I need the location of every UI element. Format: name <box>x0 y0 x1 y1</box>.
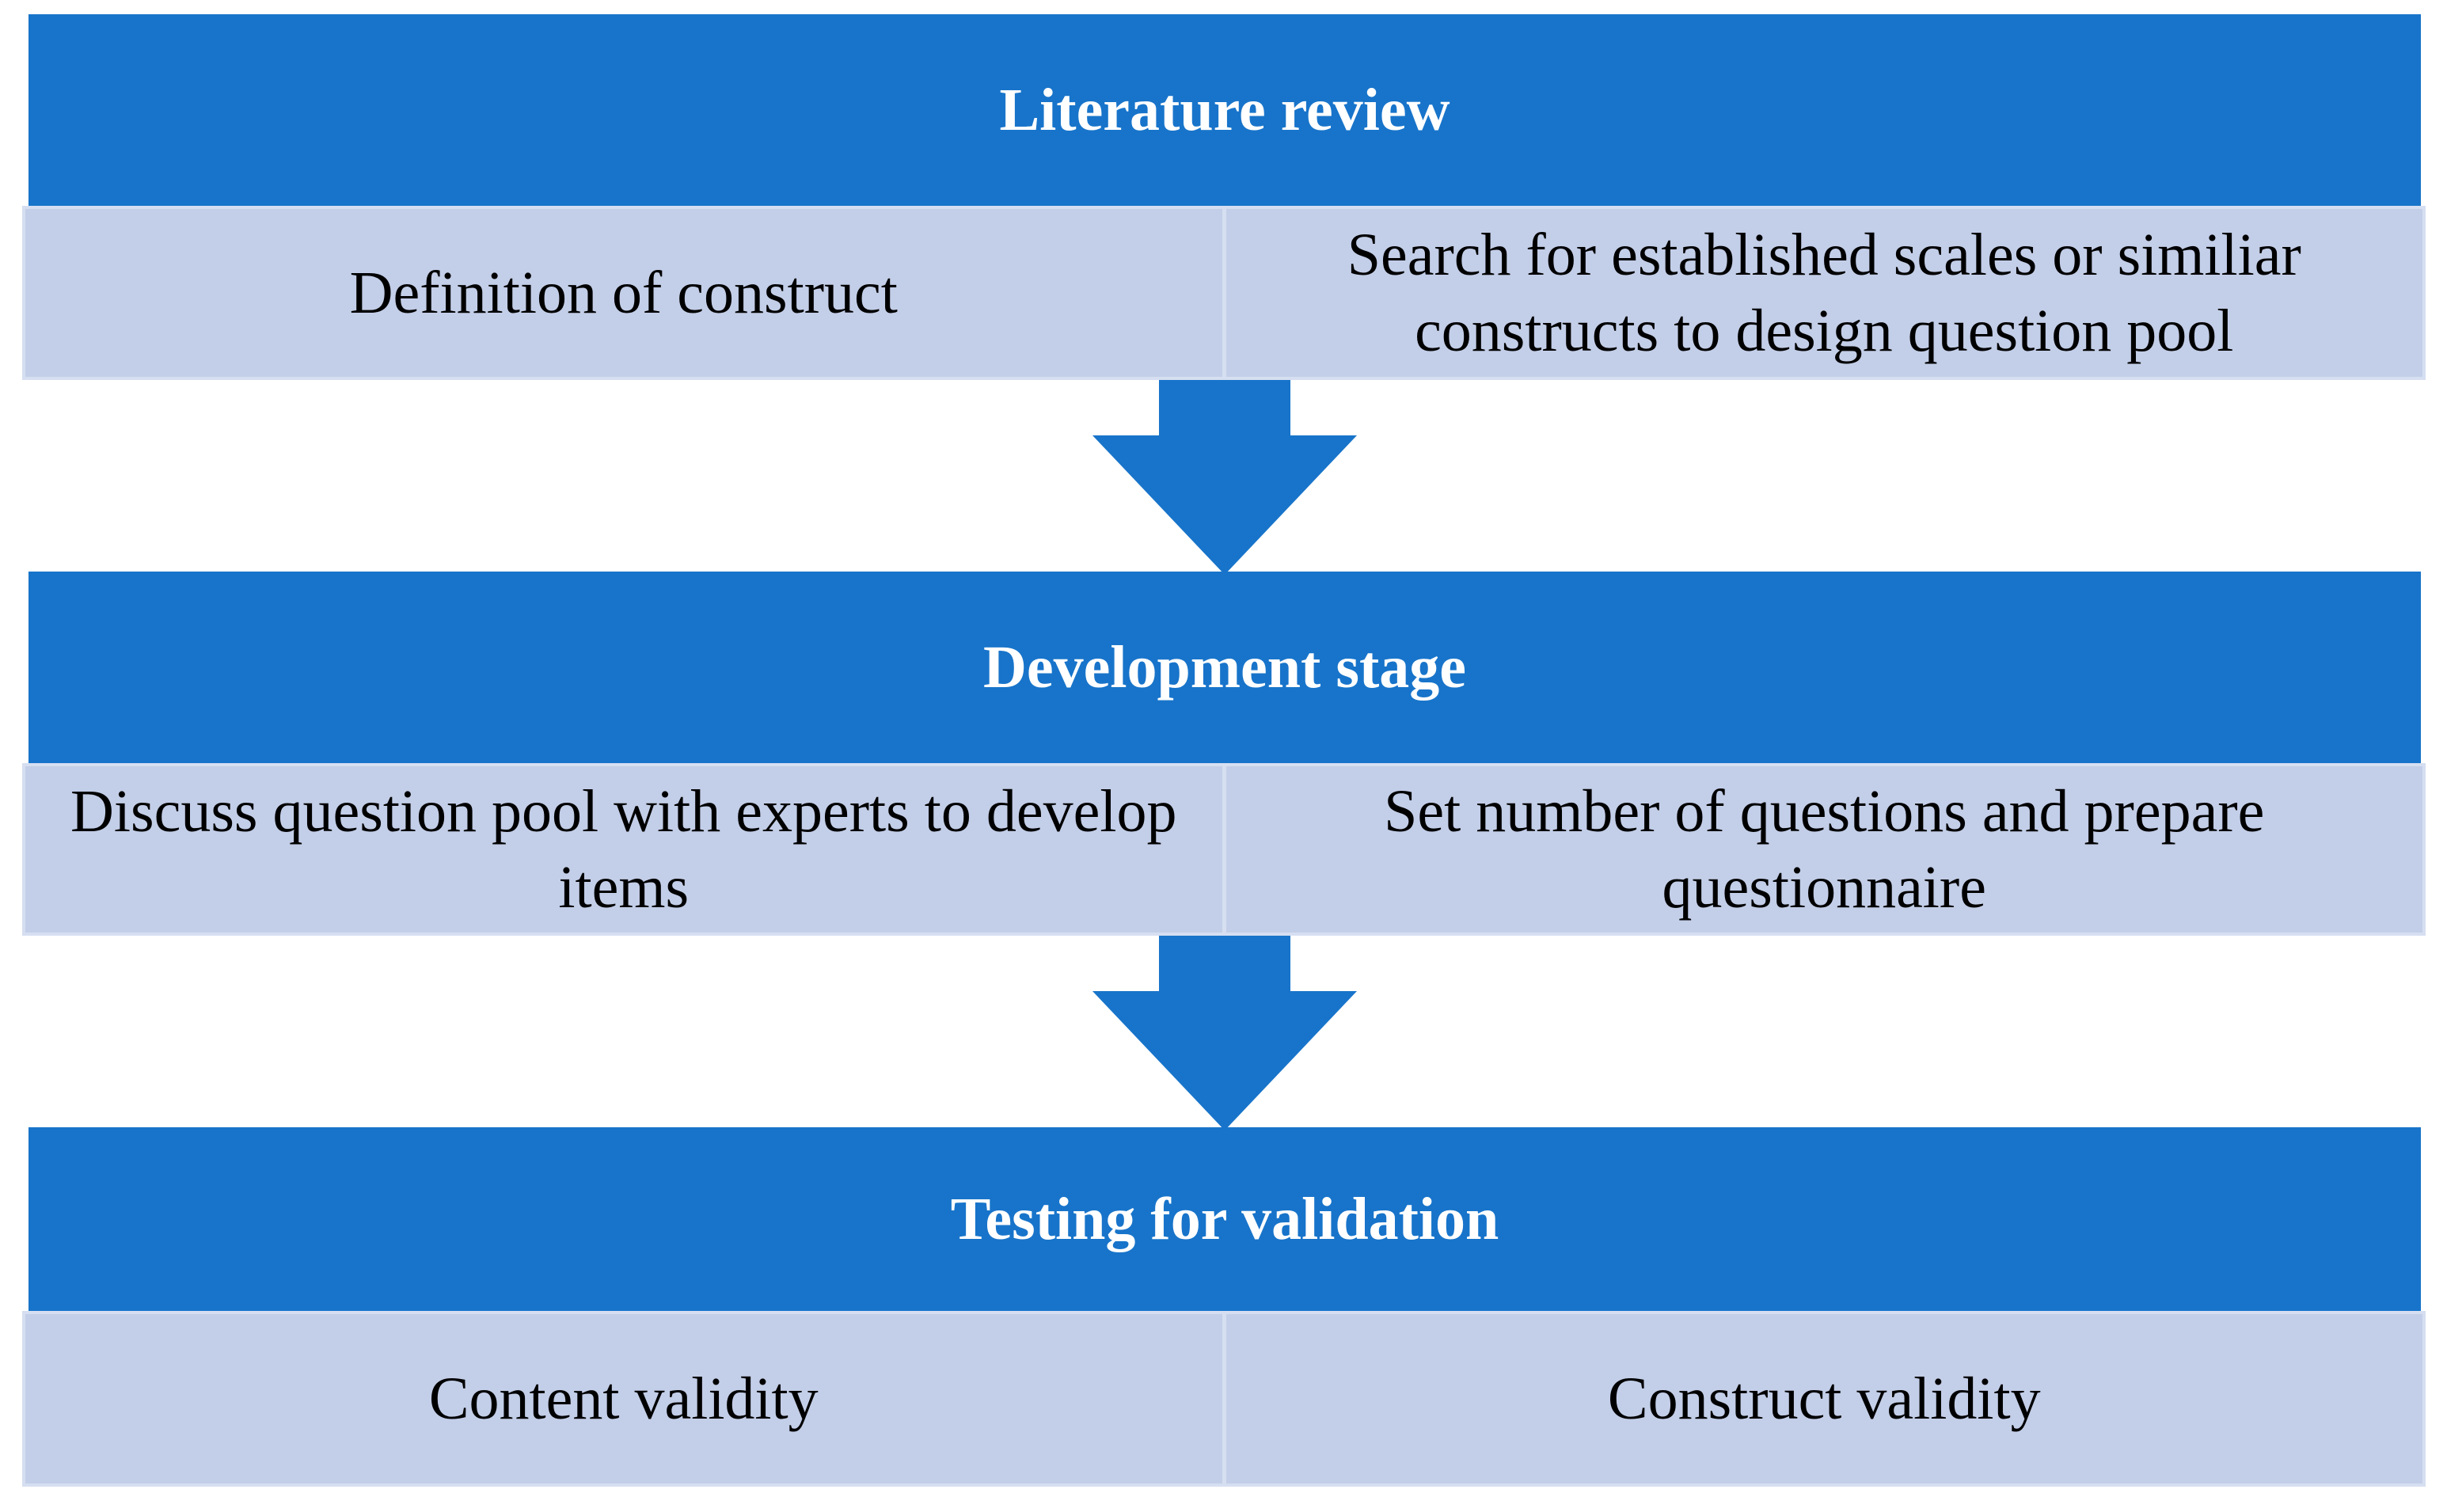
stage-3-items: Content validity Construct validity <box>22 1311 2426 1487</box>
stage-3-title: Testing for validation <box>950 1185 1499 1252</box>
stage-3-item-left: Content validity <box>428 1366 819 1432</box>
stage-3-item-right: Construct validity <box>1222 1314 2423 1484</box>
stage-2-item-left: Discuss question pool with experts to de… <box>70 778 1177 921</box>
stage-2-header: Development stage <box>28 572 2421 763</box>
stage-2-title: Development stage <box>983 633 1466 701</box>
down-arrow-icon <box>1092 936 1357 1130</box>
stage-1-items: Definition of construct Search for estab… <box>22 206 2426 380</box>
stage-2-items: Discuss question pool with experts to de… <box>22 763 2426 936</box>
stage-1-title: Literature review <box>999 76 1450 143</box>
stage-3-header: Testing for validation <box>28 1127 2421 1311</box>
stage-1-item-right: Search for established scales or similia… <box>1222 209 2423 377</box>
stage-1-item-left: Definition of construct <box>349 260 898 326</box>
stage-2-item-right: Set number of questions and prepare ques… <box>1222 766 2423 933</box>
down-arrow-icon <box>1092 380 1357 575</box>
stage-1-header: Literature review <box>28 14 2421 206</box>
